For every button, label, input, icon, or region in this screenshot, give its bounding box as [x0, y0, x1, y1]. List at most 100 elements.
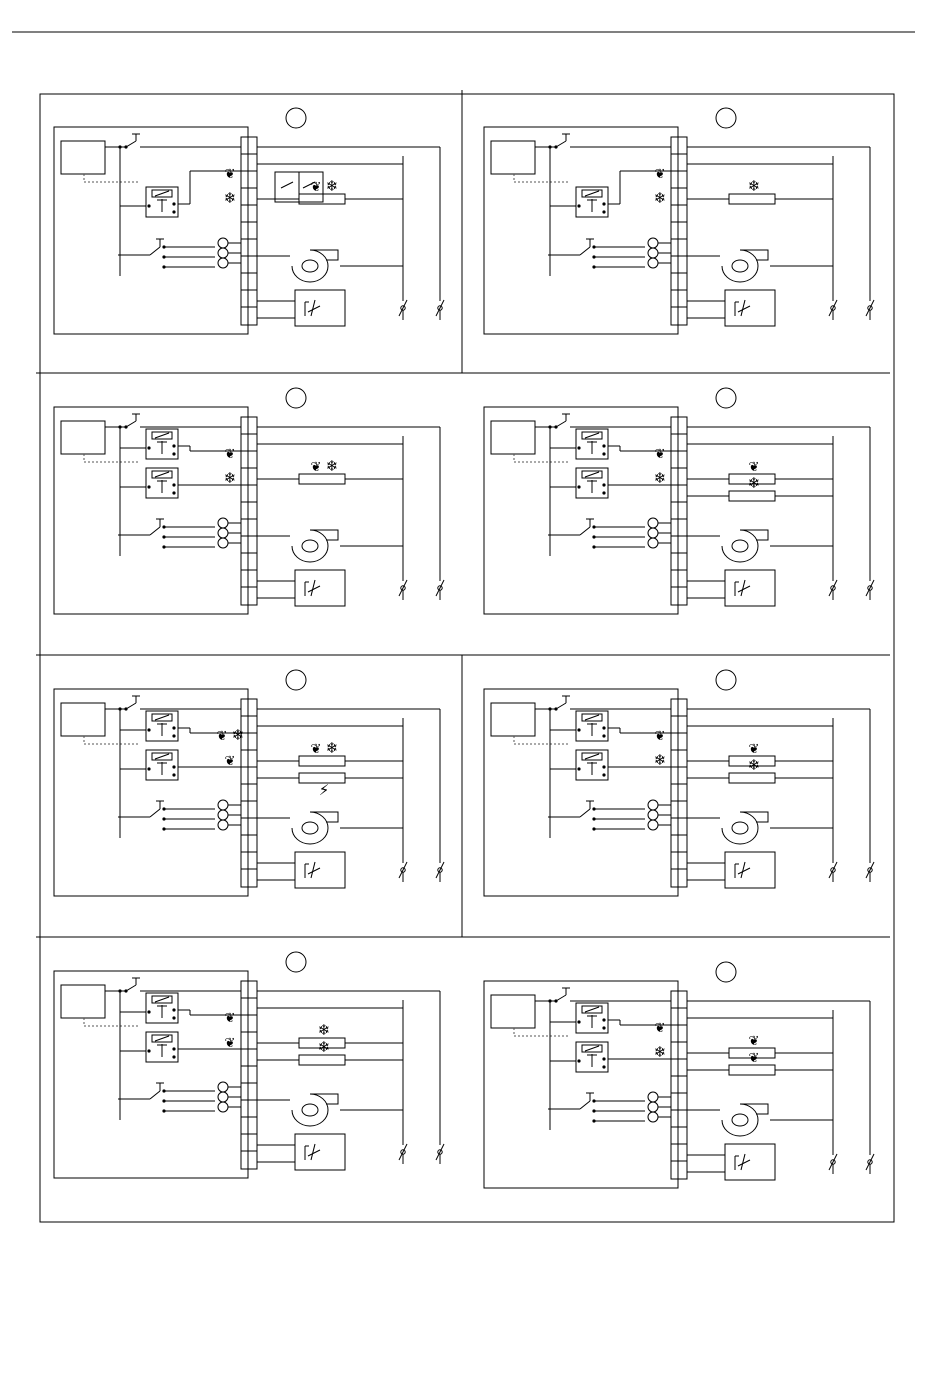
indicator-lamp [218, 1082, 228, 1092]
flame-icon: ❦ [655, 447, 666, 462]
panels-layer: ❦❄❦❄❦❄❄❦❄❦❄❦❄❦❄❦❄❦❦❄⚡❦❄❦❄❦❦❄❄❦❄❦❦ [54, 108, 874, 1188]
switch-icon [829, 862, 837, 882]
relay-icon [146, 429, 178, 459]
terminal-strip [671, 417, 687, 605]
indicator-lamp [218, 810, 228, 820]
load-element [729, 773, 775, 783]
indicator-lamp [218, 800, 228, 810]
unit-frame [54, 407, 248, 614]
indicator-lamp [648, 238, 658, 248]
fan-icon [722, 530, 768, 562]
relay-icon [576, 1042, 608, 1072]
switch-icon [829, 1154, 837, 1174]
flame-icon: ❦ [225, 754, 236, 769]
indicator-lamp [648, 820, 658, 830]
relay-icon [576, 711, 608, 741]
load-element [729, 491, 775, 501]
switch-icon [436, 862, 444, 882]
fan-icon [292, 812, 338, 844]
thermal-switch-icon [295, 1134, 345, 1170]
panel-marker [286, 670, 306, 690]
switch-icon [866, 1154, 874, 1174]
load-element [729, 194, 775, 204]
flame-icon: ❦ [311, 180, 322, 195]
thermal-switch-icon [295, 290, 345, 326]
flame-icon: ❦ [655, 167, 666, 182]
panel-H: ❦❄❦❦ [484, 962, 874, 1188]
fan-icon [292, 530, 338, 562]
controller-box [491, 703, 535, 736]
controller-box [491, 421, 535, 454]
controller-box [61, 985, 105, 1018]
switch-icon [829, 300, 837, 320]
unit-frame [54, 127, 248, 334]
panel-F: ❦❄❦❄ [484, 670, 874, 896]
indicator-lamp [218, 248, 228, 258]
flame-icon: ❦ [225, 167, 236, 182]
indicator-lamp [648, 258, 658, 268]
snowflake-icon: ❄ [748, 177, 761, 195]
indicator-lamp [218, 820, 228, 830]
electric-heater-icon: ⚡ [319, 781, 330, 799]
thermal-switch-icon [725, 290, 775, 326]
snowflake-icon: ❄ [654, 1043, 667, 1061]
indicator-lamp [648, 538, 658, 548]
panel-C: ❦❄❦❄ [54, 388, 444, 614]
relay-icon [576, 750, 608, 780]
flame-icon: ❦ [311, 742, 322, 757]
panel-marker [716, 670, 736, 690]
outer-frame [40, 94, 894, 1222]
panel-marker [286, 108, 306, 128]
flame-icon: ❦ [655, 729, 666, 744]
unit-frame [54, 689, 248, 896]
flame-icon: ❦ [749, 742, 760, 757]
panel-marker [716, 108, 736, 128]
indicator-lamp [648, 1102, 658, 1112]
relay-icon [576, 1003, 608, 1033]
panel-G: ❦❦❄❄ [54, 952, 444, 1178]
controller-box [61, 141, 105, 174]
relay-icon [576, 468, 608, 498]
relay-icon [146, 750, 178, 780]
switch-icon [399, 862, 407, 882]
relay-icon [146, 993, 178, 1023]
snowflake-icon: ❄ [748, 474, 761, 492]
panel-D: ❦❄❦❄ [484, 388, 874, 614]
relay-icon [146, 711, 178, 741]
flame-icon: ❦ [225, 1011, 236, 1026]
switch-icon [866, 300, 874, 320]
indicator-lamp [648, 1112, 658, 1122]
thermal-switch-icon [725, 1144, 775, 1180]
indicator-lamp [218, 538, 228, 548]
snowflake-icon: ❄ [326, 739, 339, 757]
terminal-strip [241, 417, 257, 605]
relay-icon [576, 187, 608, 217]
fan-icon [292, 1094, 338, 1126]
snowflake-icon: ❄ [232, 726, 245, 744]
indicator-lamp [218, 518, 228, 528]
snowflake-icon: ❄ [654, 189, 667, 207]
indicator-lamp [648, 518, 658, 528]
indicator-lamp [648, 810, 658, 820]
load-element [299, 756, 345, 766]
terminal-strip [671, 137, 687, 325]
fan-icon [722, 812, 768, 844]
relay-icon [576, 429, 608, 459]
snowflake-icon: ❄ [654, 469, 667, 487]
switch-icon [829, 580, 837, 600]
fan-icon [722, 1104, 768, 1136]
relay-icon [146, 468, 178, 498]
unit-frame [484, 127, 678, 334]
panel-marker [286, 952, 306, 972]
panel-A: ❦❄❦❄ [54, 108, 444, 334]
indicator-lamp [218, 1092, 228, 1102]
unit-frame [54, 971, 248, 1178]
snowflake-icon: ❄ [224, 469, 237, 487]
thermal-switch-icon [725, 852, 775, 888]
controller-box [61, 703, 105, 736]
switch-icon [399, 1144, 407, 1164]
panel-B: ❦ ❄ ❄ [484, 108, 874, 334]
switch-icon [866, 862, 874, 882]
terminal-strip [241, 981, 257, 1169]
flame-icon: ❦ [749, 1034, 760, 1049]
